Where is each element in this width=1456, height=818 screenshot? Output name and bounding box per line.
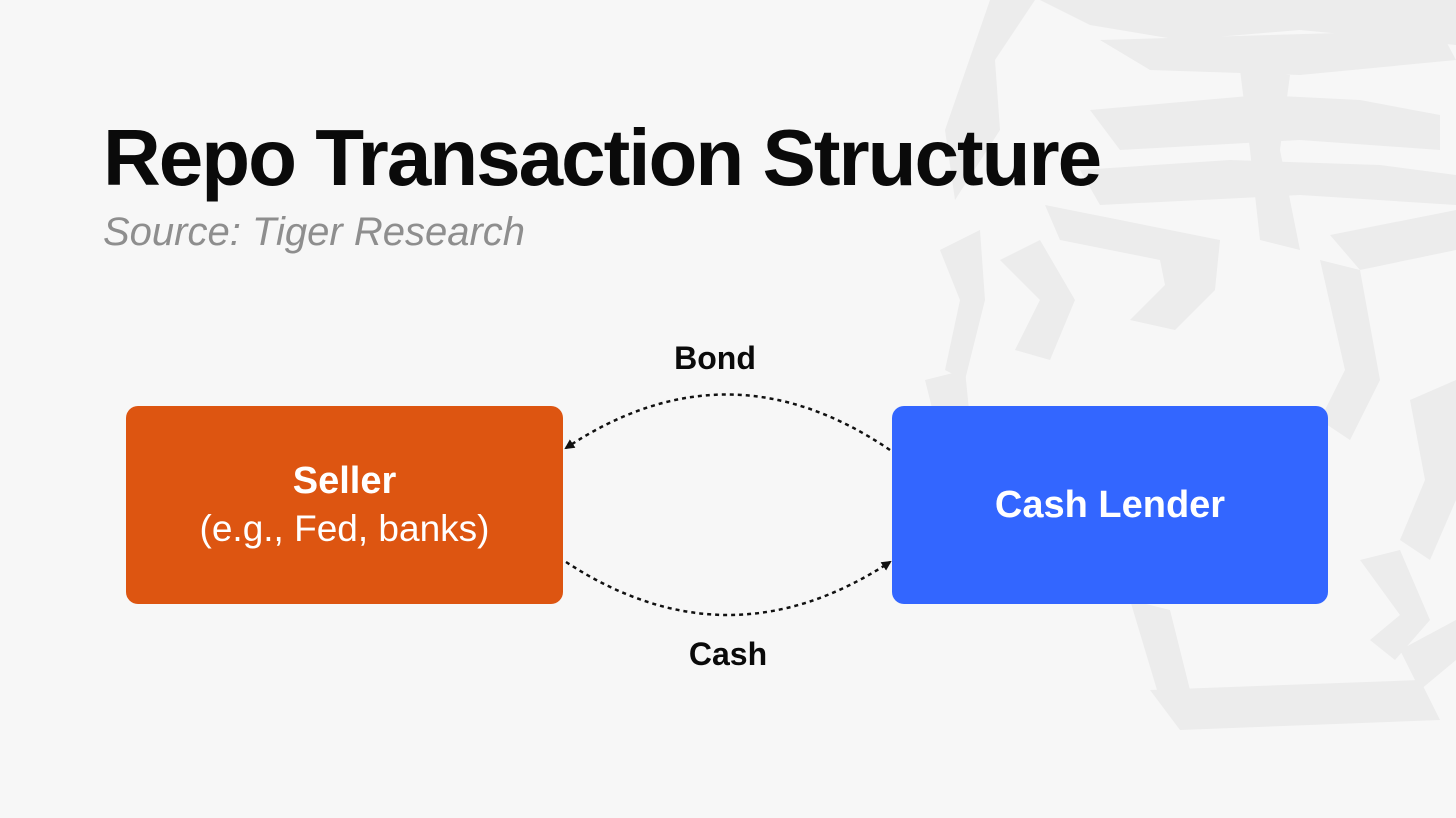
bond-flow-label: Bond [674, 340, 756, 376]
cash-flow-label: Cash [688, 636, 768, 672]
cash-arrow [565, 560, 892, 617]
page-title: Repo Transaction Structure [103, 113, 1102, 202]
cash-lender-label: Cash Lender [994, 484, 1226, 526]
bond-arrow [564, 393, 891, 452]
source-subtitle: Source: Tiger Research [103, 210, 526, 254]
seller-box: Seller (e.g., Fed, banks) [126, 406, 563, 604]
cash-lender-box: Cash Lender [892, 406, 1328, 604]
seller-label: Seller [292, 460, 397, 502]
seller-sublabel: (e.g., Fed, banks) [199, 508, 490, 549]
